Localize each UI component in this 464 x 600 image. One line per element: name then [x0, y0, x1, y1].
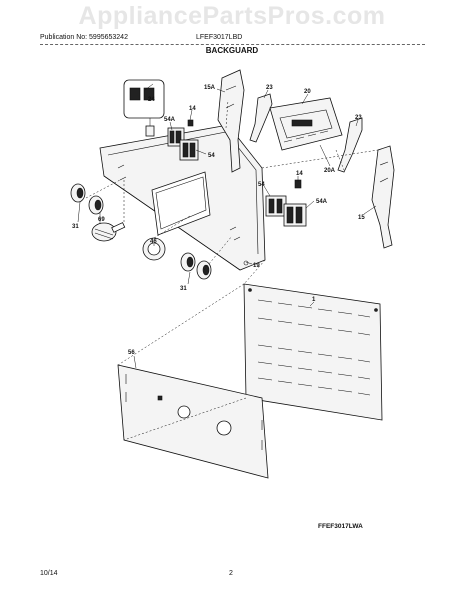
- figure-code: FFEF3017LWA: [318, 523, 363, 530]
- part-24-switch-inset: [123, 79, 165, 137]
- part-54-switches-lower: [265, 179, 307, 227]
- model-number: LFEF3017LBD: [196, 34, 243, 41]
- part-54-switches-upper: [167, 119, 199, 161]
- callouts: 24 14 15A 23 20 23 54A 54 20A 14 54 54A …: [72, 85, 365, 356]
- control-panel: [99, 124, 266, 271]
- callout-20: 20: [304, 89, 311, 95]
- part-15-right-bracket: [371, 145, 395, 249]
- part-23-bracket-right: [337, 117, 363, 173]
- callout-20a: 20A: [324, 168, 336, 174]
- part-23-bracket-upper: [249, 93, 273, 143]
- callout-19: 19: [253, 263, 260, 269]
- callout-54a: 54A: [164, 117, 176, 123]
- callout-54-lower: 54: [258, 182, 265, 188]
- callout-1: 1: [312, 297, 316, 303]
- callout-31-left: 31: [72, 224, 79, 230]
- part-31-knobs-bottom: [180, 252, 212, 280]
- callout-31-bottom: 31: [180, 286, 187, 292]
- callout-69: 69: [98, 217, 105, 223]
- callout-15a: 15A: [204, 85, 216, 91]
- part-31-knobs-left: [70, 183, 104, 215]
- part-20-control-board: [269, 97, 343, 151]
- callout-15: 15: [358, 215, 365, 221]
- assembly-lines: [85, 99, 379, 441]
- callout-54: 54: [208, 153, 215, 159]
- header-rule: [40, 44, 425, 45]
- callout-56: 56: [128, 350, 135, 356]
- part-69-knob: [91, 222, 126, 242]
- publication-number: Publication No: 5995653242: [40, 34, 128, 41]
- part-15a-left-bracket: [217, 69, 245, 173]
- section-title: BACKGUARD: [205, 46, 259, 55]
- watermark: AppliancePartsPros.com: [78, 2, 386, 30]
- callout-54a-lower: 54A: [316, 199, 328, 205]
- callout-24: 24: [148, 97, 155, 103]
- leader-lines: [77, 83, 377, 369]
- part-1-rear-cover: [243, 283, 383, 421]
- callout-14-lower: 14: [296, 171, 303, 177]
- footer-date: 10/14: [40, 570, 58, 577]
- part-46-knob: [142, 237, 166, 261]
- callout-46: 46: [150, 239, 157, 245]
- page-number: 2: [229, 570, 233, 577]
- part-56-rear-panel: [117, 364, 269, 479]
- callout-23-right: 23: [355, 115, 362, 121]
- callout-14: 14: [189, 106, 196, 112]
- callout-23: 23: [266, 85, 273, 91]
